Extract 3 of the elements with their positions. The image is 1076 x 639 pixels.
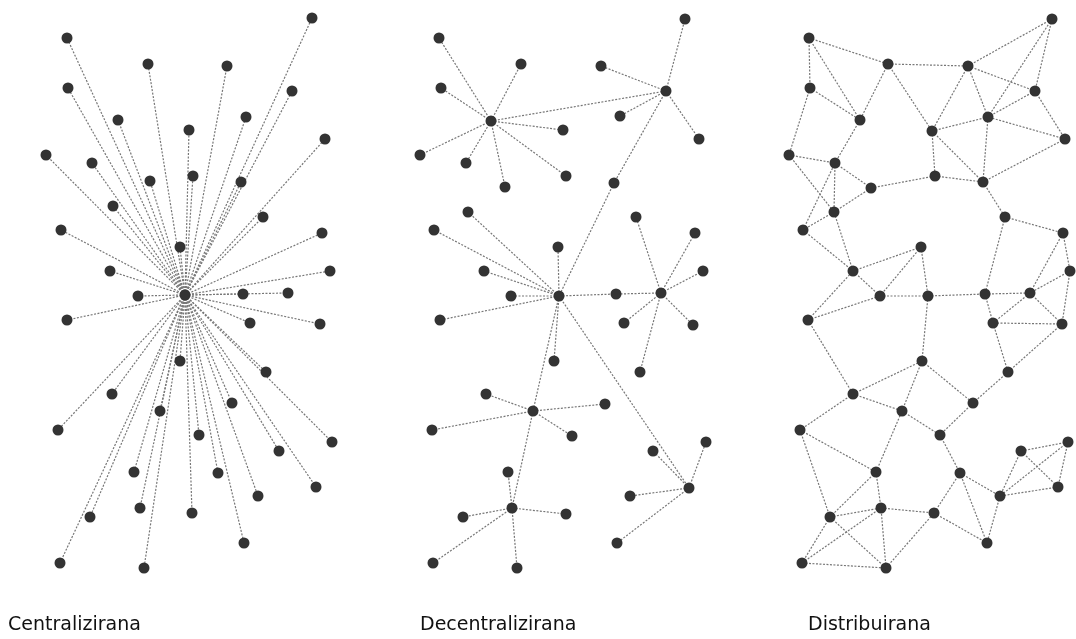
caption: Distribuirana [808,612,931,634]
caption: Decentralizirana [420,612,577,634]
caption: Centralizirana [8,612,141,634]
